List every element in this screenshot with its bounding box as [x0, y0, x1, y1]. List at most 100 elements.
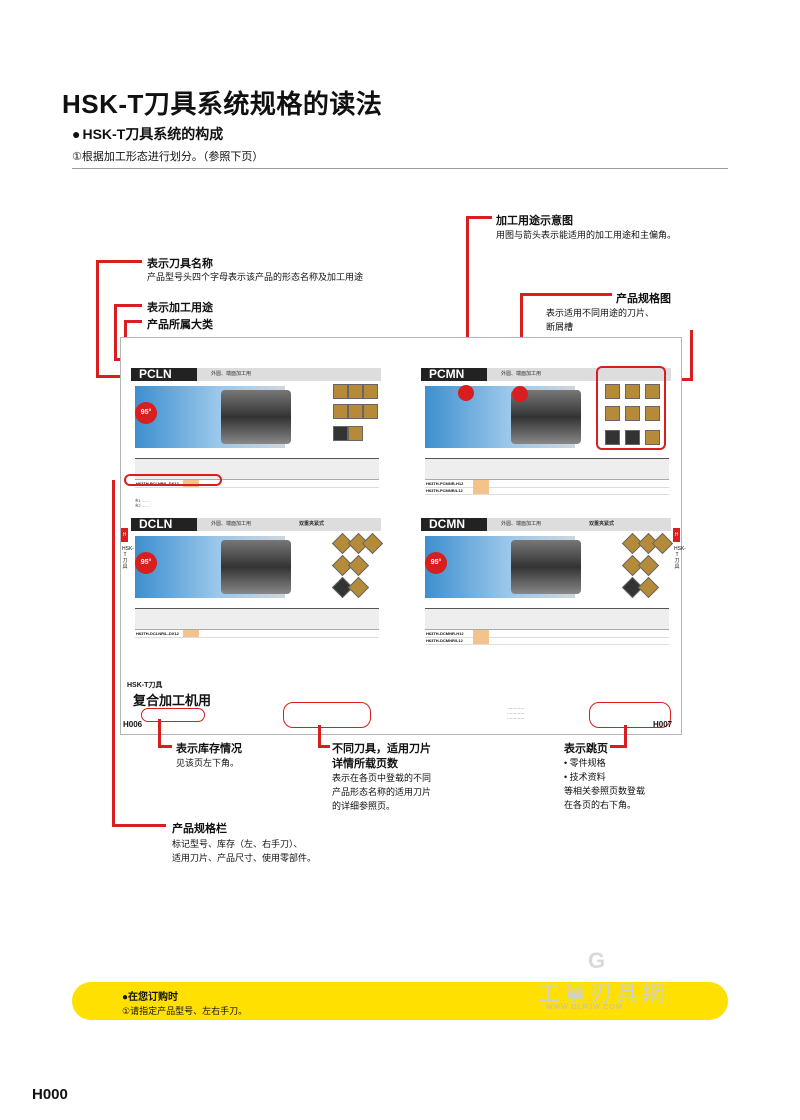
- spec-column-highlight: [124, 474, 222, 486]
- callout-jump-b3: 等相关参照页数登载: [564, 786, 646, 796]
- leader-tool-name-end: [96, 375, 140, 378]
- callout-category-title: 产品所属大类: [147, 319, 213, 331]
- section-dcmn: DCMN 外圆、端面加工用 双重夹紧式 95° H63TH-DCMNR-H12 …: [421, 518, 674, 678]
- side-text-right: HSK-T刀具: [674, 546, 686, 570]
- section-band: PCMN 外圆、端面加工用: [421, 368, 671, 381]
- insert-highlight: [596, 366, 666, 450]
- section-name: PCLN: [131, 368, 197, 381]
- spec-row-code: H63TH-PCLNR/L-DX12: [136, 481, 179, 486]
- section-caption: 外圆、端面加工用: [211, 371, 252, 377]
- callout-jump-b4: 在各页的右下角。: [564, 800, 637, 810]
- side-tab-right: H: [673, 528, 680, 542]
- spec-table: H63TH-DCLNR/L-DX12: [135, 608, 379, 645]
- spec-row-code: H63TH-DCLNR/L-DX12: [136, 631, 179, 636]
- spec-row-code: H63TH-DCMNR-H12: [426, 631, 464, 636]
- callout-tool-name-desc: 产品型号头四个字母表示该产品的形态名称及加工用途: [147, 272, 364, 282]
- leader-jump-h: [610, 745, 627, 748]
- section-caption: 外圆、端面加工用: [501, 521, 542, 527]
- section-caption: 外圆、端面加工用: [211, 521, 252, 527]
- leader-stock-h: [158, 745, 172, 748]
- leader-pages-v: [318, 725, 321, 747]
- angle-badge: 95°: [135, 552, 157, 574]
- tool-illustration: [135, 386, 291, 448]
- callout-stock-title: 表示库存情况: [176, 743, 242, 755]
- order-notice-title: ●在您订购时: [122, 992, 179, 1003]
- section-subtitle: ●HSK-T刀具系统的构成: [72, 124, 223, 144]
- callout-machining-diagram-title: 加工用途示意图: [496, 215, 573, 227]
- callout-pages-desc1: 表示在各页中登载的不同: [332, 773, 432, 783]
- catalog-section-label: 复合加工机用: [133, 693, 212, 708]
- callout-spec-diagram-title: 产品规格图: [616, 293, 671, 305]
- section-name: DCLN: [131, 518, 197, 531]
- angle-badge: 95°: [425, 552, 447, 574]
- header-rule: [72, 168, 728, 169]
- leader-pages-h: [318, 745, 330, 748]
- stock-box: [141, 708, 205, 722]
- catalog-spread: HSK-T刀具 复合加工机用 PCLN 外圆、端面加工用 95° H63TH-P…: [120, 337, 686, 735]
- callout-spec-column-title: 产品规格栏: [172, 823, 227, 835]
- order-notice-note: ①请指定产品型号、左右手刀。: [122, 1006, 248, 1016]
- callout-jump-b1: • 零件规格: [564, 758, 606, 768]
- spec-row-code: H63TH-PCMNR-H12: [426, 481, 464, 486]
- callout-tool-name-title: 表示刀具名称: [147, 258, 213, 270]
- callout-spec-column-desc1: 标记型号、库存（左、右手刀）、: [172, 839, 303, 849]
- spec-row-code: H63TH-PCMNR/L12: [426, 488, 463, 493]
- spec-row-code: H63TH-DCMNR/L12: [426, 638, 463, 643]
- leader-category-h: [124, 320, 142, 323]
- leader-use-v: [114, 304, 117, 360]
- leader-category-v: [124, 320, 127, 344]
- page-number: H000: [32, 1086, 68, 1103]
- section-band: DCMN 外圆、端面加工用 双重夹紧式: [421, 518, 671, 531]
- callout-spec-diagram-desc2: 断屑槽: [546, 322, 574, 332]
- diagram-marker: [458, 385, 474, 401]
- tool-illustration: [425, 536, 581, 598]
- section-dcln: DCLN 外圆、端面加工用 双重夹紧式 95° H63TH-DCLNR/L-DX…: [131, 518, 384, 678]
- side-tab-left: H: [121, 528, 128, 542]
- callout-stock-desc: 见该页左下角。: [176, 758, 240, 768]
- bullet-icon: ●: [72, 126, 81, 142]
- section-pcmn: PCMN 外圆、端面加工用 H63TH-PCMNR-H12 H63TH-PCMN…: [421, 368, 671, 528]
- side-text-left: HSK-T刀具: [122, 546, 134, 570]
- tool-illustration: [425, 386, 581, 448]
- section-band: DCLN 外圆、端面加工用 双重夹紧式: [131, 518, 381, 531]
- section-band: PCLN 外圆、端面加工用: [131, 368, 381, 381]
- spec-marker: [512, 386, 528, 402]
- subtitle-text: HSK-T刀具系统的构成: [82, 126, 224, 142]
- callout-pages-desc3: 的详细参照页。: [332, 801, 396, 811]
- callout-pages-desc2: 产品形态名称的适用刀片: [332, 787, 432, 797]
- callout-spec-column-desc2: 适用刀片、产品尺寸、使用零部件。: [172, 853, 317, 863]
- order-notice-bar: ●在您订购时 ①请指定产品型号、左右手刀。: [72, 982, 728, 1020]
- section-caption: 外圆、端面加工用: [501, 371, 542, 377]
- leader-use-h: [114, 304, 142, 307]
- leader-tool-name-h: [96, 260, 142, 263]
- insert-grid: [331, 382, 379, 456]
- right-page-number: H007: [653, 720, 673, 729]
- insert-grid: [621, 532, 674, 606]
- leader-diagram-v: [466, 216, 469, 386]
- watermark-url: WWW.GLRJW.COM: [546, 1004, 623, 1011]
- callout-spec-diagram-desc1: 表示适用不同用途的刀片、: [546, 308, 655, 318]
- leader-diagram-h: [466, 216, 492, 219]
- section-name: PCMN: [421, 368, 487, 381]
- callout-machining-use-title: 表示加工用途: [147, 302, 213, 314]
- leader-spec-h: [520, 293, 612, 296]
- insert-pages-box: [283, 702, 371, 728]
- watermark: G 工量刃具網 WWW.GLRJW.COM: [528, 948, 708, 1032]
- intro-note: ①根据加工形态进行划分。（参照下页）: [72, 151, 264, 163]
- leader-stock-v: [158, 719, 161, 747]
- page-title: HSK-T刀具系统规格的读法: [62, 89, 383, 119]
- section-clamp: 双重夹紧式: [589, 521, 615, 527]
- leader-tool-name-v: [96, 260, 99, 378]
- spec-table: H63TH-PCMNR-H12 H63TH-PCMNR/L12: [425, 458, 669, 495]
- callout-jump-title: 表示跳页: [564, 743, 608, 755]
- callout-jump-b2: • 技术资料: [564, 772, 606, 782]
- callout-machining-diagram-desc: 用图与箭头表示能适用的加工用途和主偏角。: [496, 230, 677, 240]
- watermark-text: 工量刃具網: [538, 981, 669, 1006]
- section-clamp: 双重夹紧式: [299, 521, 325, 527]
- leader-spec-column-v: [112, 480, 115, 826]
- callout-pages-title1: 不同刀具，适用刀片: [332, 743, 431, 755]
- jump-box: [589, 702, 671, 728]
- angle-badge: 95°: [135, 402, 157, 424]
- leader-spec-column-h: [112, 824, 166, 827]
- insert-grid: [331, 532, 384, 606]
